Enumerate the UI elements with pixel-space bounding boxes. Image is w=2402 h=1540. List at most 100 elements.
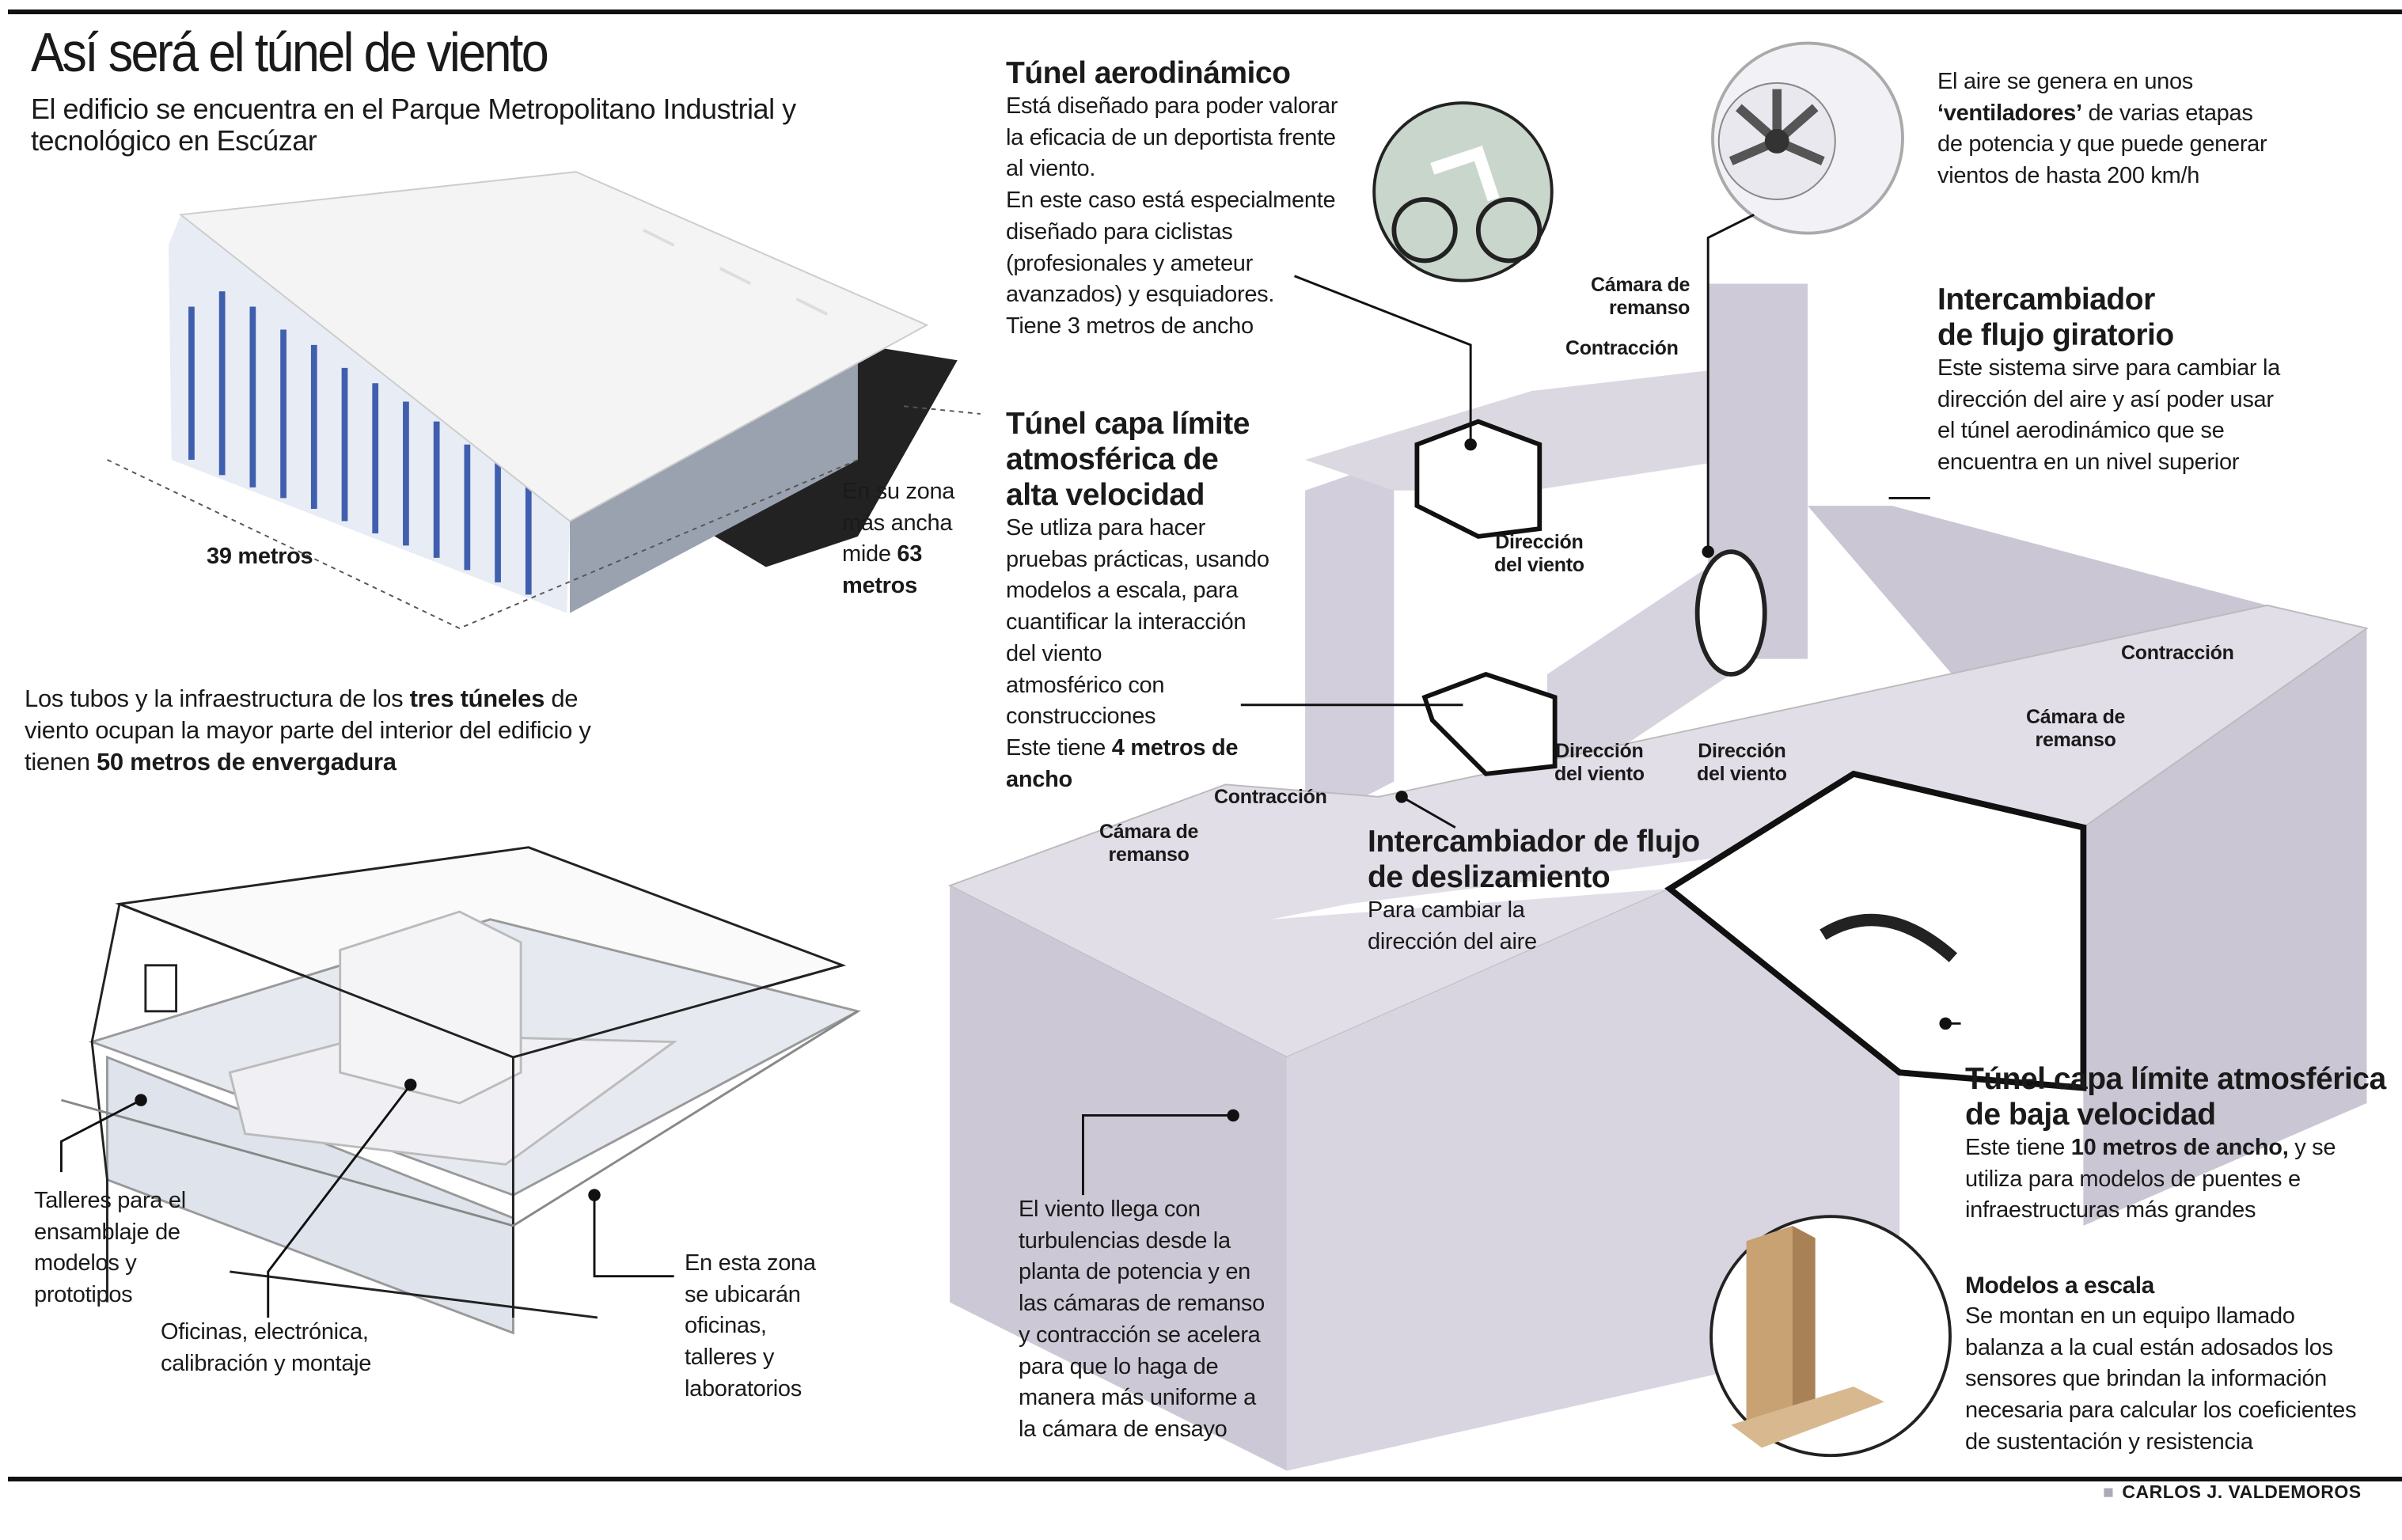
block-text-line: el túnel aerodinámico que se bbox=[1937, 418, 2225, 444]
text-segment: Este tiene bbox=[1965, 1135, 2071, 1160]
bold-text: 10 metros de ancho, bbox=[2070, 1135, 2289, 1160]
bold-text: 4 metros de bbox=[1111, 734, 1239, 761]
block-text-line: El viento llega con bbox=[1019, 1197, 1201, 1222]
block-heading-line: Túnel aerodinámico bbox=[1006, 56, 1291, 90]
bottom-rule bbox=[8, 1477, 2402, 1481]
block-text-line: necesaria para calcular los coeficientes bbox=[1965, 1398, 2357, 1424]
block-text-line: Cámara de bbox=[2026, 706, 2126, 728]
text-segment: tienen bbox=[25, 748, 97, 776]
text-segment: mide bbox=[842, 541, 897, 567]
label-contraccion-left: Contracción bbox=[1214, 786, 1327, 809]
block-text-line: del viento bbox=[1697, 763, 1787, 785]
block-text-line: talleres y bbox=[685, 1345, 775, 1371]
fan-icon bbox=[1711, 41, 1904, 235]
block-text-line: En esta zona bbox=[685, 1250, 816, 1276]
block-text-line: Dirección bbox=[1555, 740, 1644, 762]
label-oficinas: Oficinas, electrónica,calibración y mont… bbox=[161, 1317, 371, 1379]
block-text-line: al viento. bbox=[1006, 156, 1096, 182]
author-credit: ■CARLOS J. VALDEMOROS bbox=[2103, 1481, 2362, 1503]
block-text-line: se ubicarán bbox=[685, 1281, 801, 1307]
block-text-line: diseñado para ciclistas bbox=[1006, 218, 1233, 245]
block-text-line: más ancha bbox=[842, 510, 953, 536]
block-text-line: (profesionales y ameteur bbox=[1006, 250, 1253, 276]
block-text-line: mide 63 bbox=[842, 539, 954, 571]
block-text-line: construcciones bbox=[1006, 704, 1156, 730]
top-rule bbox=[8, 9, 2402, 14]
block-text-line: utiliza para modelos de puentes e bbox=[1965, 1166, 2301, 1192]
block-text-line: Oficinas, electrónica, bbox=[161, 1319, 369, 1345]
bold-text: 39 metros bbox=[207, 544, 313, 569]
text-segment: de varias etapas bbox=[2081, 100, 2253, 126]
block-text-line: Este sistema sirve para cambiar la bbox=[1937, 355, 2281, 381]
label-zona: En esta zona se ubicarán oficinas, talleres… bbox=[685, 1248, 816, 1405]
block-text-line: oficinas, bbox=[685, 1313, 767, 1339]
block-text-line: la eficacia de un deportista frente bbox=[1006, 124, 1336, 150]
bold-text: tres túneles bbox=[409, 685, 545, 712]
block-heading-line: atmosférica de bbox=[1006, 442, 1219, 476]
fan-info: El aire se genera en unos‘ventiladores’ … bbox=[1937, 66, 2267, 192]
bold-text: ‘ventiladores’ bbox=[1937, 100, 2082, 126]
block-text-line: modelos y bbox=[34, 1250, 137, 1276]
block-text-line: manera más uniforme a bbox=[1019, 1385, 1256, 1411]
block-heading-line: de flujo giratorio bbox=[1937, 318, 2174, 352]
text-segment: de bbox=[545, 685, 579, 712]
block-text-line: de potencia y que puede generar bbox=[1937, 131, 2267, 157]
block-text-line: Los tubos y la infraestructura de los tr… bbox=[25, 683, 591, 715]
block-text-line: Contracción bbox=[1214, 786, 1327, 808]
block-text-line: Dirección bbox=[1495, 531, 1584, 553]
block-text-line: pruebas prácticas, usando bbox=[1006, 546, 1269, 572]
block-text-line: del viento bbox=[1554, 763, 1645, 785]
block-text-line: balanza a la cual están adosados los bbox=[1965, 1334, 2333, 1360]
block-text-line: infraestructuras más grandes bbox=[1965, 1197, 2256, 1223]
bold-text: 63 bbox=[897, 541, 923, 567]
scale-model-photo bbox=[1709, 1215, 1952, 1458]
credit-name: CARLOS J. VALDEMOROS bbox=[2122, 1481, 2362, 1502]
block-text-line: Para cambiar la bbox=[1368, 897, 1525, 923]
block-text-line: Cámara de bbox=[1591, 274, 1691, 296]
text-segment: Este tiene bbox=[1006, 734, 1112, 761]
block-heading-line: Túnel capa límite atmosférica bbox=[1965, 1062, 2386, 1096]
block-heading-line: Intercambiador bbox=[1937, 283, 2155, 317]
block-text-line: En su zona bbox=[842, 479, 955, 504]
block-text-line: Contracción bbox=[1565, 337, 1679, 359]
bold-text: 50 metros de envergadura bbox=[96, 748, 397, 776]
block-text-line: las cámaras de remanso bbox=[1019, 1291, 1265, 1317]
block-text-line: Tiene 3 metros de ancho bbox=[1006, 313, 1254, 339]
block-text-line: avanzados) y esquiadores. bbox=[1006, 282, 1275, 308]
subtitle: El edificio se encuentra en el Parque Me… bbox=[31, 93, 796, 157]
building-render bbox=[107, 171, 981, 630]
block-heading-line: alta velocidad bbox=[1006, 478, 1205, 512]
block-text-line: dirección del aire bbox=[1368, 928, 1537, 954]
block-text-line: remanso bbox=[1609, 297, 1691, 319]
block-text-line: metros bbox=[842, 571, 954, 602]
block-text-line: cuantificar la interacción bbox=[1006, 609, 1247, 635]
text-segment: y se bbox=[2288, 1135, 2336, 1160]
block-text-line: tienen 50 metros de envergadura bbox=[25, 746, 591, 778]
block-text-line: laboratorios bbox=[685, 1375, 802, 1402]
block-text-line: la cámara de ensayo bbox=[1019, 1416, 1228, 1442]
block-text-line: prototipos bbox=[34, 1282, 133, 1308]
block-text-line: modelos a escala, para bbox=[1006, 578, 1239, 604]
block-text-line: y contracción se acelera bbox=[1019, 1322, 1261, 1348]
block-heading-line: Intercambiador de flujo bbox=[1368, 825, 1700, 859]
block-text-line: viento ocupan la mayor parte del interio… bbox=[25, 716, 591, 744]
block-text-line: para que lo haga de bbox=[1019, 1353, 1219, 1379]
label-39-metros: 39 metros bbox=[207, 541, 313, 573]
block-text-line: Contracción bbox=[2121, 642, 2234, 664]
block-text-line: tecnológico en Escúzar bbox=[31, 124, 317, 157]
bold-text: ancho bbox=[1006, 766, 1072, 792]
block-text-line: vientos de hasta 200 km/h bbox=[1937, 163, 2200, 189]
block-heading-line: Túnel capa límite bbox=[1006, 407, 1250, 441]
block-text-line: remanso bbox=[1108, 844, 1190, 866]
bold-text: metros bbox=[842, 573, 917, 599]
